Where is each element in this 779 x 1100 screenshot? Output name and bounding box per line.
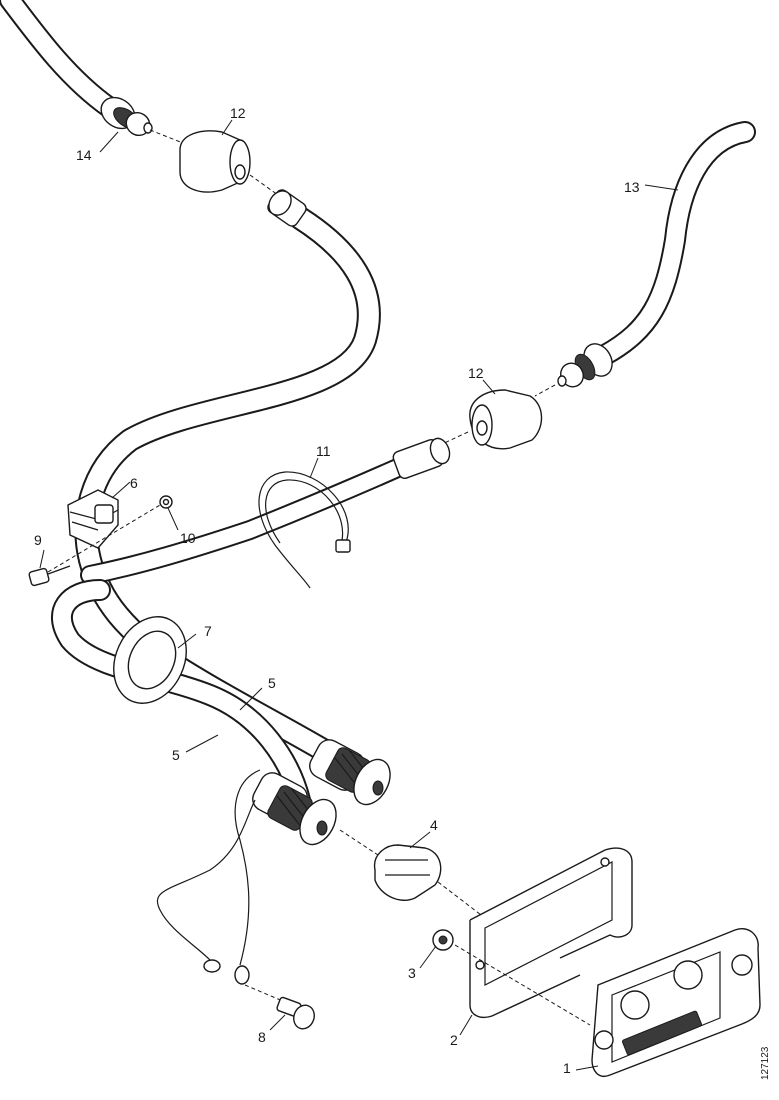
connector-5-lower [252, 772, 337, 846]
hose-13 [557, 121, 756, 388]
axis-line-6 [244, 984, 286, 1003]
callout-9: 9 [34, 532, 42, 548]
callout-8: 6 [130, 475, 138, 491]
hose-middle-fitting [392, 437, 451, 480]
bracket-2 [469, 847, 633, 1019]
axis-line-3 [454, 944, 591, 1026]
clip-4 [373, 844, 442, 901]
callout-10: 10 [180, 530, 196, 546]
callout-14: 14 [76, 147, 92, 163]
callout-5-lower: 5 [172, 747, 180, 763]
connector-5-upper [309, 739, 391, 806]
callout-2: 2 [450, 1032, 458, 1048]
callout-6: 8 [258, 1029, 266, 1045]
callout-3: 3 [408, 965, 416, 981]
hose-14-connector [100, 96, 153, 137]
axis-line-connector-4 [339, 829, 379, 856]
hose-lower-loop [51, 579, 311, 811]
hose-middle [80, 437, 451, 585]
grommet-7 [113, 616, 187, 704]
screw-6 [276, 996, 315, 1030]
callout-12-top: 12 [230, 105, 246, 121]
nut-3 [432, 929, 454, 951]
axis-line-4-bracket [437, 881, 486, 919]
ground-wire [156, 769, 261, 985]
protective-cover-12-top [179, 130, 251, 193]
axis-line-9-10 [47, 504, 161, 573]
hose-13-connector [557, 343, 613, 388]
bolt-9 [28, 565, 71, 587]
washer-10 [159, 495, 173, 509]
clamp-8 [67, 489, 119, 549]
callout-4: 4 [430, 817, 438, 833]
drawing-number: 127123 [760, 1046, 771, 1080]
callout-11: 11 [316, 443, 331, 459]
callout-1: 1 [563, 1060, 571, 1076]
leader-lines [39, 119, 679, 1071]
main-hose-top-fitting [267, 189, 307, 227]
hose-14 [0, 0, 153, 137]
callout-13: 13 [624, 179, 640, 195]
axis-line-13-12 [534, 384, 556, 397]
cable-tie-11 [258, 471, 351, 589]
socket-panel-1 [591, 928, 761, 1077]
axis-line-12-hose-middle [439, 431, 469, 446]
callout-12-middle: 12 [468, 365, 484, 381]
callout-5-upper: 5 [268, 675, 276, 691]
callout-7: 7 [204, 623, 212, 639]
protective-cover-12-middle [469, 389, 543, 450]
